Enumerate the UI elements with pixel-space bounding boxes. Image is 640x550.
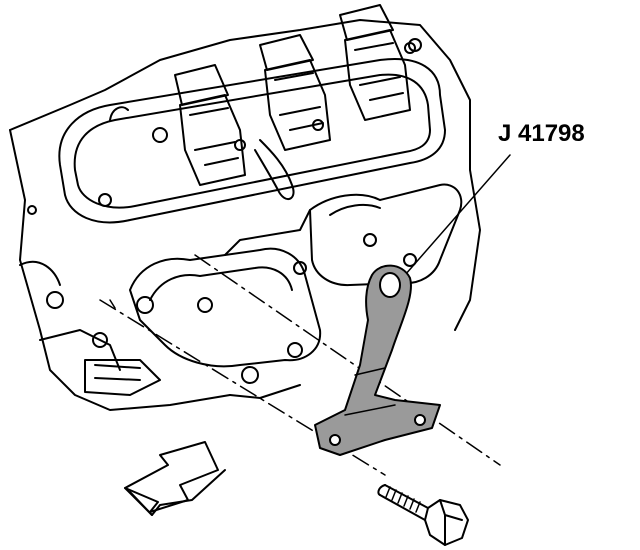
direction-arrow-icon: [124, 441, 226, 516]
mounting-bolt: [377, 484, 469, 546]
tool-callout-label: J 41798: [498, 120, 585, 147]
valve-cover: [58, 38, 446, 224]
lifting-bracket-tool: [314, 264, 441, 456]
callout-leader-line: [404, 154, 511, 276]
exhaust-manifold: [92, 183, 463, 384]
alignment-lines: [99, 254, 501, 476]
ignition-coil: [174, 4, 416, 200]
